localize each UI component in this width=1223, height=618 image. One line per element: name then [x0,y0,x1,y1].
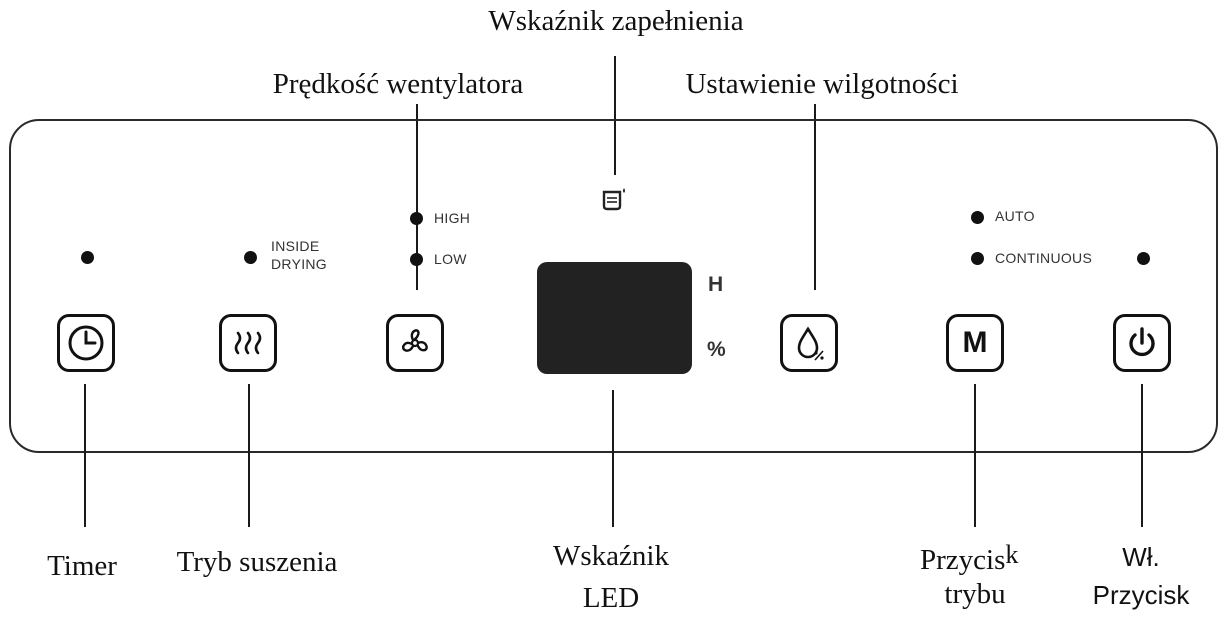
power-button[interactable] [1113,314,1171,372]
mode-button[interactable]: M [946,314,1004,372]
auto-indicator-dot [971,211,984,224]
fan-icon [401,329,428,352]
fan-speed-button[interactable] [386,314,444,372]
water-tank-icon [600,186,630,217]
unit-percent-label: % [707,338,726,361]
inside-drying-indicator-dot [244,251,257,264]
led-leader-line [612,390,614,527]
mode-button-label-k: k [1005,540,1019,569]
led-indicator-label-line1: Wskaźnik [553,540,669,572]
inside-drying-label-line2: DRYING [271,256,327,272]
tank-full-indicator-label: Wskaźnik zapełnienia [488,5,744,37]
auto-label: AUTO [995,208,1035,224]
fan-high-label: HIGH [434,210,471,226]
fan-speed-leader-line [416,104,418,290]
humidity-setting-button[interactable] [780,314,838,372]
heat-waves-icon [234,331,262,355]
mode-button-label-line2: trybu [944,578,1006,610]
fan-speed-label: Prędkość wentylatora [272,68,524,100]
mode-button-label-line1: Przycisk [920,540,1018,577]
unit-h-label: H [708,273,724,296]
mode-leader-line [974,384,976,527]
continuous-indicator-dot [971,252,984,265]
power-button-label-line2: Przycisk [1092,580,1190,610]
power-indicator-dot [1137,252,1150,265]
fan-high-indicator-dot [410,212,423,225]
mode-m-icon: M [962,326,988,359]
timer-button[interactable] [57,314,115,372]
inside-drying-label-line1: INSIDE [271,238,320,254]
led-display [537,262,692,374]
fan-low-label: LOW [434,251,467,267]
timer-indicator-dot [81,251,94,264]
clock-icon [68,325,104,361]
timer-leader-line [84,384,86,527]
water-drop-percent-icon [797,326,824,361]
mode-button-label-text: Przycis [920,544,1006,576]
led-indicator-label-line2: LED [582,582,640,614]
tank-full-leader-line [614,56,616,175]
fan-low-indicator-dot [410,253,423,266]
continuous-label: CONTINUOUS [995,250,1093,266]
drying-mode-label: Tryb suszenia [176,546,338,578]
timer-label: Timer [47,550,117,582]
power-icon [1129,327,1155,357]
humidity-leader-line [814,104,816,290]
power-leader-line [1141,384,1143,527]
humidity-setting-label: Ustawienie wilgotności [685,68,959,100]
drying-mode-button[interactable] [219,314,277,372]
power-button-label-line1: Wł. [1122,542,1160,572]
drying-leader-line [248,384,250,527]
